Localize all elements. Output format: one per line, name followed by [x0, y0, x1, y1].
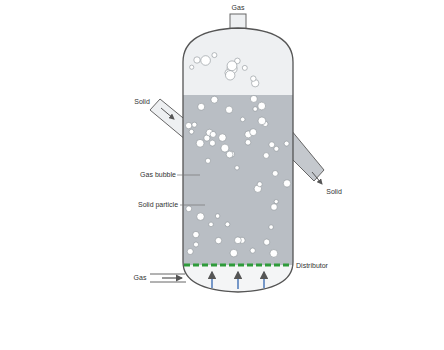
gas-bubble: [226, 151, 233, 158]
gas-bubble: [210, 131, 216, 137]
solid-outlet: [291, 130, 324, 181]
gas-bubble: [283, 180, 290, 187]
gas-bubble: [230, 249, 238, 257]
gas-bubble: [258, 117, 266, 125]
solid-inlet: [150, 99, 188, 140]
gas-bubble: [274, 146, 279, 151]
gas-bubble: [209, 140, 215, 146]
gas-bubble: [235, 166, 239, 170]
gas-bubble: [250, 248, 255, 253]
gas-bubble: [263, 153, 269, 159]
gas-bubble: [264, 239, 270, 245]
gas-bubble: [211, 96, 218, 103]
gas-bubble: [251, 76, 256, 81]
gas-in-arrow: [162, 277, 182, 278]
gas-outlet-label: Gas: [231, 4, 246, 12]
particle-label: Solid particle: [137, 201, 179, 209]
gas-bubble: [186, 122, 192, 128]
gas-bubble: [225, 222, 230, 227]
gas-bubble: [194, 242, 199, 247]
gas-bubble: [271, 204, 278, 211]
distributor-plate: [184, 264, 292, 267]
vessel-wall: [183, 28, 293, 292]
gas-bubble: [253, 107, 258, 112]
gas-bubble: [205, 158, 210, 163]
gas-inlet-label: Gas: [133, 274, 148, 282]
gas-bubble: [270, 250, 278, 258]
gas-bubble: [212, 53, 217, 58]
gas-bubble: [198, 103, 205, 110]
gas-bubble: [272, 171, 278, 177]
gas-bubble: [197, 213, 205, 221]
gas-bubble: [192, 122, 197, 127]
gas-bubble: [269, 142, 275, 148]
gas-bubble: [226, 106, 233, 113]
gas-bubble: [250, 129, 257, 136]
gas-bubble: [201, 56, 211, 66]
solid-inlet-label: Solid: [133, 98, 151, 106]
gas-bubble: [257, 182, 262, 187]
gas-bubble: [235, 237, 242, 244]
gas-bubble: [240, 117, 245, 122]
gas-bubble: [189, 129, 194, 134]
gas-bubble: [221, 144, 229, 152]
gas-bubble: [209, 222, 214, 227]
gas-bubble: [196, 139, 204, 147]
gas-bubble: [258, 102, 266, 110]
gas-bubble: [186, 206, 192, 212]
gas-bubble: [269, 225, 274, 230]
solid-outlet-label: Solid: [325, 188, 343, 196]
gas-bubble: [284, 141, 289, 146]
gas-bubble: [194, 57, 200, 63]
gas-bubble: [219, 134, 227, 142]
gas-bubble: [193, 231, 199, 237]
gas-bubble: [226, 71, 235, 80]
gas-bubble: [227, 61, 237, 71]
gas-bubble: [250, 95, 257, 102]
gas-bubble: [245, 140, 251, 146]
gas-bubble: [274, 200, 278, 204]
gas-bubble: [215, 214, 220, 219]
distributor-label: Distributor: [295, 262, 329, 270]
bubble-label: Gas bubble: [139, 171, 177, 179]
gas-bubble: [242, 65, 247, 70]
gas-bubble: [215, 237, 221, 243]
gas-bubble: [190, 65, 194, 69]
gas-bubble: [187, 249, 193, 255]
